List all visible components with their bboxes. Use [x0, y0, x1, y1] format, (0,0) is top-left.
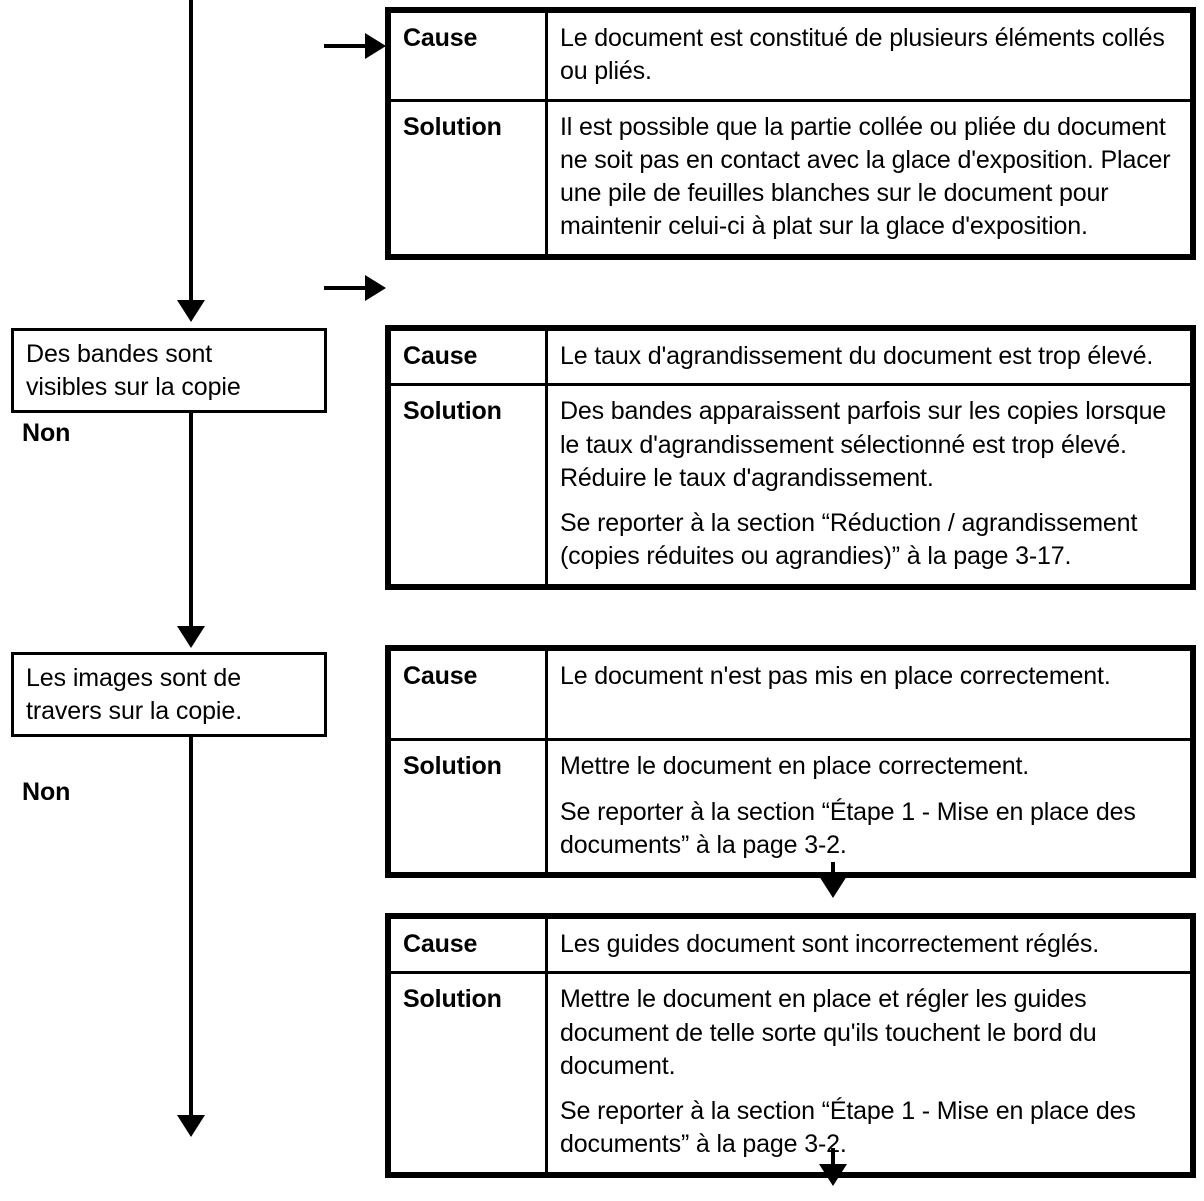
cause-text: Le taux d'agrandissement du document est… [545, 327, 1193, 387]
solution-paragraph-2: Se reporter à la section “Étape 1 - Mise… [560, 1097, 1136, 1159]
connector-line-top-spine [189, 0, 193, 300]
solution-text: Des bandes apparaissent parfois sur les … [545, 383, 1193, 587]
question-line-2: visibles sur la copie [26, 373, 241, 401]
cause-text: Les guides document sont incorrectement … [545, 915, 1193, 975]
arrow-right-into-block1-cause [365, 33, 386, 59]
solution-label: Solution [388, 98, 548, 257]
connector-line-block4-out [831, 1148, 835, 1176]
cause-solution-block-2: Cause Le taux d'agrandissement du docume… [385, 325, 1196, 590]
table-row-cause: Cause Les guides document sont incorrect… [388, 915, 1193, 975]
solution-paragraph-1: Mettre le document en place correctement… [560, 752, 1030, 781]
connector-line-block3-to-block4 [831, 862, 835, 888]
solution-text: Mettre le document en place et régler le… [545, 971, 1193, 1175]
branch-label-non-1: Non [22, 419, 71, 447]
table-row-cause: Cause Le document n'est pas mis en place… [388, 647, 1193, 742]
arrow-down-to-question-bandes [177, 300, 205, 322]
arrow-down-question2-out [177, 1115, 205, 1137]
table-row-cause: Cause Le taux d'agrandissement du docume… [388, 327, 1193, 387]
cause-solution-block-1: Cause Le document est constitué de plusi… [385, 7, 1196, 260]
cause-text: Le document est constitué de plusieurs é… [545, 10, 1193, 102]
connector-line-q2-out [189, 737, 193, 1118]
solution-paragraph-2: Se reporter à la section “Réduction / ag… [560, 509, 1138, 571]
solution-paragraph-2: Se reporter à la section “Étape 1 - Mise… [560, 797, 1136, 859]
cause-paragraph: Le taux d'agrandissement du document est… [560, 342, 1154, 370]
arrow-down-block4-out [819, 1164, 847, 1186]
solution-text: Mettre le document en place correctement… [545, 738, 1193, 875]
cause-solution-block-4: Cause Les guides document sont incorrect… [385, 913, 1196, 1178]
question-box-bandes: Des bandes sont visibles sur la copie [11, 328, 327, 413]
connector-line-q1-to-q2 [189, 412, 193, 629]
table-row-solution: Solution Mettre le document en place cor… [388, 738, 1193, 875]
question-line-2: travers sur la copie. [26, 697, 243, 725]
cause-label: Cause [388, 327, 548, 387]
solution-paragraph-1: Mettre le document en place et régler le… [560, 985, 1097, 1080]
solution-text: Il est possible que la partie collée ou … [545, 98, 1193, 257]
arrow-down-to-question-travers [177, 626, 205, 648]
cause-solution-block-3: Cause Le document n'est pas mis en place… [385, 645, 1196, 878]
solution-paragraph-1: Des bandes apparaissent parfois sur les … [560, 397, 1167, 492]
question-box-travers: Les images sont de travers sur la copie. [11, 652, 327, 737]
solution-label: Solution [388, 738, 548, 875]
cause-text: Le document n'est pas mis en place corre… [545, 647, 1193, 742]
cause-label: Cause [388, 915, 548, 975]
branch-label-non-2: Non [22, 778, 71, 806]
table-row-solution: Solution Des bandes apparaissent parfois… [388, 383, 1193, 587]
question-line-1: Les images sont de [26, 664, 241, 692]
connector-line-into-block1-cause [324, 44, 369, 48]
cause-paragraph: Les guides document sont incorrectement … [560, 930, 1100, 958]
solution-paragraph: Il est possible que la partie collée ou … [560, 112, 1171, 241]
table-row-cause: Cause Le document est constitué de plusi… [388, 10, 1193, 102]
table-row-solution: Solution Il est possible que la partie c… [388, 98, 1193, 257]
connector-line-into-block1-bottom [324, 286, 369, 290]
table-row-solution: Solution Mettre le document en place et … [388, 971, 1193, 1175]
solution-label: Solution [388, 971, 548, 1175]
cause-label: Cause [388, 10, 548, 102]
solution-label: Solution [388, 383, 548, 587]
cause-paragraph: Le document est constitué de plusieurs é… [560, 24, 1165, 86]
arrow-down-block3-to-block4 [819, 876, 847, 898]
arrow-right-into-block1-bottom [365, 275, 386, 301]
cause-label: Cause [388, 647, 548, 742]
cause-paragraph: Le document n'est pas mis en place corre… [560, 662, 1111, 690]
question-line-1: Des bandes sont [26, 340, 213, 368]
